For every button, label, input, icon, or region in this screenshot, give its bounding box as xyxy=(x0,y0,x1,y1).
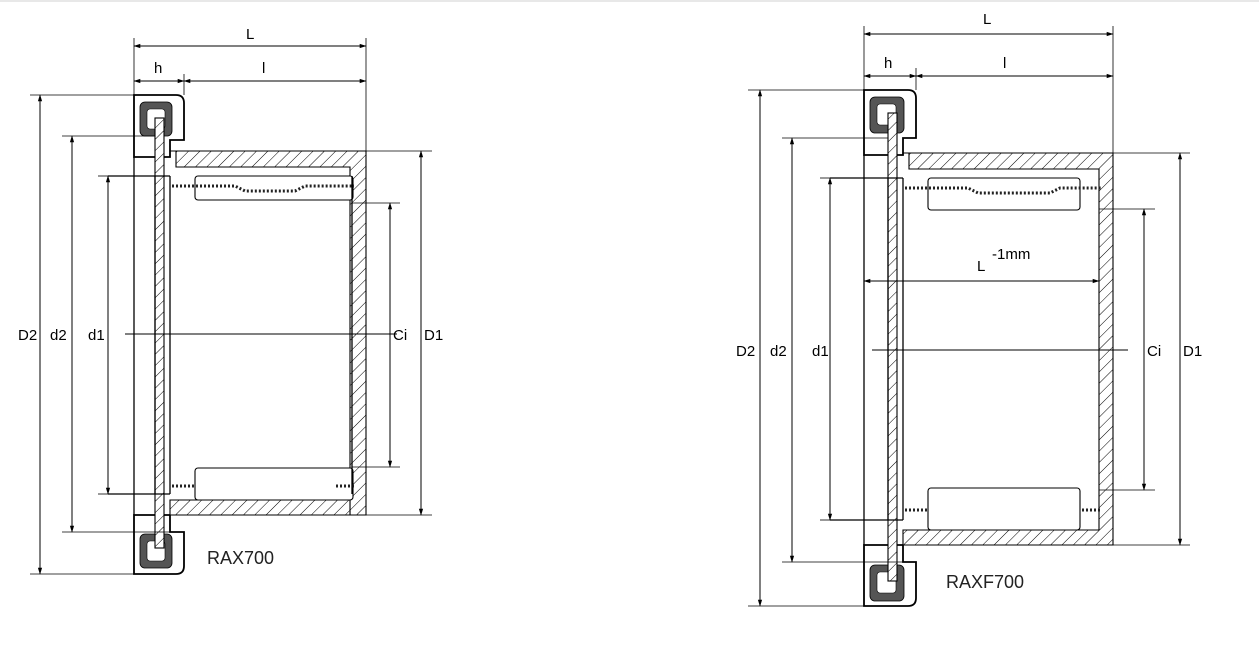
raxf700-label-D1: D1 xyxy=(1183,343,1202,360)
drawing-rax700: L h l D2 d2 d1 Ci D1 RAX700 xyxy=(18,26,443,575)
raxf700-cage-top xyxy=(905,186,1102,195)
rax700-label-D2: D2 xyxy=(18,327,37,344)
raxf700-label-L: L xyxy=(983,11,991,28)
drawing-raxf700: L h l L -1mm D2 d2 d1 Ci xyxy=(736,11,1202,607)
raxf700-label-d2: d2 xyxy=(770,343,787,360)
rax700-label-d1: d1 xyxy=(88,327,105,344)
rax700-shell-bottom xyxy=(169,499,351,516)
rax700-cage-top xyxy=(172,184,354,193)
raxf700-label-l: l xyxy=(1003,55,1006,72)
rax700-model-label: RAX700 xyxy=(207,548,274,568)
raxf700-label-Lminus: L xyxy=(977,258,985,275)
rax700-label-D1: D1 xyxy=(424,327,443,344)
rax700-label-h: h xyxy=(154,60,162,77)
rax700-label-l: l xyxy=(262,60,265,77)
rax700-shell-top xyxy=(170,150,367,516)
raxf700-label-Ci: Ci xyxy=(1147,343,1161,360)
raxf700-flange-outline xyxy=(863,89,917,156)
rax700-flange-outline xyxy=(133,94,185,158)
raxf700-label-d1: d1 xyxy=(812,343,829,360)
raxf700-label-h: h xyxy=(884,55,892,72)
raxf700-needle-bottom xyxy=(927,487,1081,531)
rax700-needle-top xyxy=(194,175,354,201)
raxf700-label-D2: D2 xyxy=(736,343,755,360)
raxf700-shell xyxy=(902,152,1114,546)
raxf700-label-minus-1mm: -1mm xyxy=(992,246,1030,263)
raxf700-model-label: RAXF700 xyxy=(946,572,1024,592)
raxf700-thrust-washer xyxy=(887,112,898,582)
rax700-flange-outline-bottom xyxy=(133,514,185,575)
rax700-thrust-washer xyxy=(154,117,165,549)
raxf700-flange-outline-bottom xyxy=(863,544,917,607)
rax700-needle-bottom xyxy=(194,467,354,501)
rax700-label-L: L xyxy=(246,26,254,43)
rax700-label-Ci: Ci xyxy=(393,327,407,344)
rax700-label-d2: d2 xyxy=(50,327,67,344)
